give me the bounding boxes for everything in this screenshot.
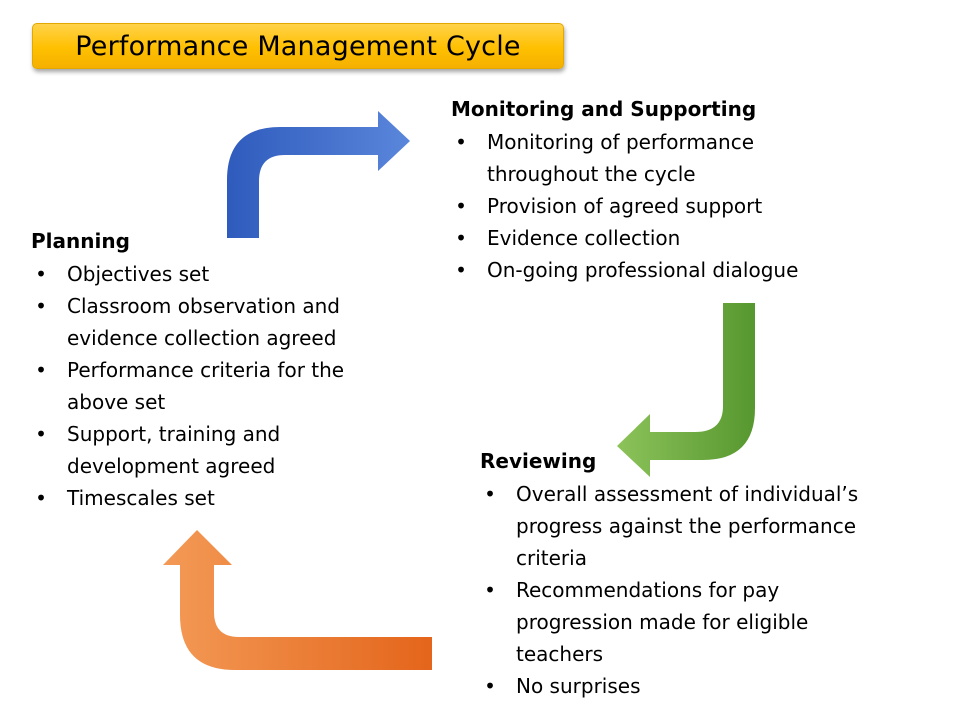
list-item-text: Performance criteria for the above set	[67, 358, 345, 414]
bullet-icon: •	[35, 262, 47, 286]
bullet-icon: •	[35, 422, 47, 446]
list-item: • Performance criteria for the above set	[31, 354, 391, 418]
list-item: • No surprises	[480, 670, 900, 702]
list-item-text: No surprises	[516, 674, 641, 698]
list-item-text: Classroom observation and evidence colle…	[67, 294, 340, 350]
list-item: • Objectives set	[31, 258, 391, 290]
bullet-icon: •	[35, 358, 47, 382]
list-item-text: Provision of agreed support	[487, 194, 763, 218]
bullet-icon: •	[455, 194, 467, 218]
bullet-icon: •	[455, 226, 467, 250]
list-item-text: Support, training and development agreed	[67, 422, 281, 478]
monitoring-list: • Monitoring of performance throughout th…	[451, 126, 841, 286]
planning-block: Planning • Objectives set • Classroom obse…	[31, 226, 391, 514]
planning-list: • Objectives set • Classroom observation a…	[31, 258, 391, 514]
monitoring-block: Monitoring and Supporting • Monitoring of…	[451, 94, 841, 286]
list-item: • Support, training and development agree…	[31, 418, 391, 482]
bullet-icon: •	[484, 578, 496, 602]
list-item: • On-going professional dialogue	[451, 254, 841, 286]
title-banner: Performance Management Cycle	[32, 23, 564, 69]
reviewing-block: Reviewing • Overall assessment of individ…	[480, 446, 900, 702]
bullet-icon: •	[35, 486, 47, 510]
bullet-icon: •	[455, 258, 467, 282]
list-item: • Recommendations for pay progression mad…	[480, 574, 900, 670]
planning-to-monitoring-arrow-icon	[227, 111, 410, 238]
reviewing-heading: Reviewing	[480, 449, 597, 473]
list-item-text: Monitoring of performance throughout the…	[487, 130, 755, 186]
list-item: • Evidence collection	[451, 222, 841, 254]
list-item-text: Objectives set	[67, 262, 210, 286]
bullet-icon: •	[35, 294, 47, 318]
monitoring-heading: Monitoring and Supporting	[451, 97, 757, 121]
list-item-text: Recommendations for pay progression made…	[516, 578, 809, 666]
bullet-icon: •	[455, 130, 467, 154]
reviewing-to-planning-arrow-icon	[163, 530, 432, 670]
list-item: • Provision of agreed support	[451, 190, 841, 222]
list-item: • Monitoring of performance throughout th…	[451, 126, 841, 190]
page-title: Performance Management Cycle	[75, 30, 521, 62]
reviewing-list: • Overall assessment of individual’s prog…	[480, 478, 900, 702]
bullet-icon: •	[484, 482, 496, 506]
list-item: • Overall assessment of individual’s prog…	[480, 478, 900, 574]
list-item-text: On-going professional dialogue	[487, 258, 799, 282]
list-item-text: Overall assessment of individual’s progr…	[516, 482, 859, 570]
list-item-text: Timescales set	[67, 486, 215, 510]
list-item: • Classroom observation and evidence coll…	[31, 290, 391, 354]
bullet-icon: •	[484, 674, 496, 698]
monitoring-to-reviewing-arrow-icon	[617, 303, 755, 477]
list-item-text: Evidence collection	[487, 226, 681, 250]
planning-heading: Planning	[31, 229, 130, 253]
list-item: • Timescales set	[31, 482, 391, 514]
